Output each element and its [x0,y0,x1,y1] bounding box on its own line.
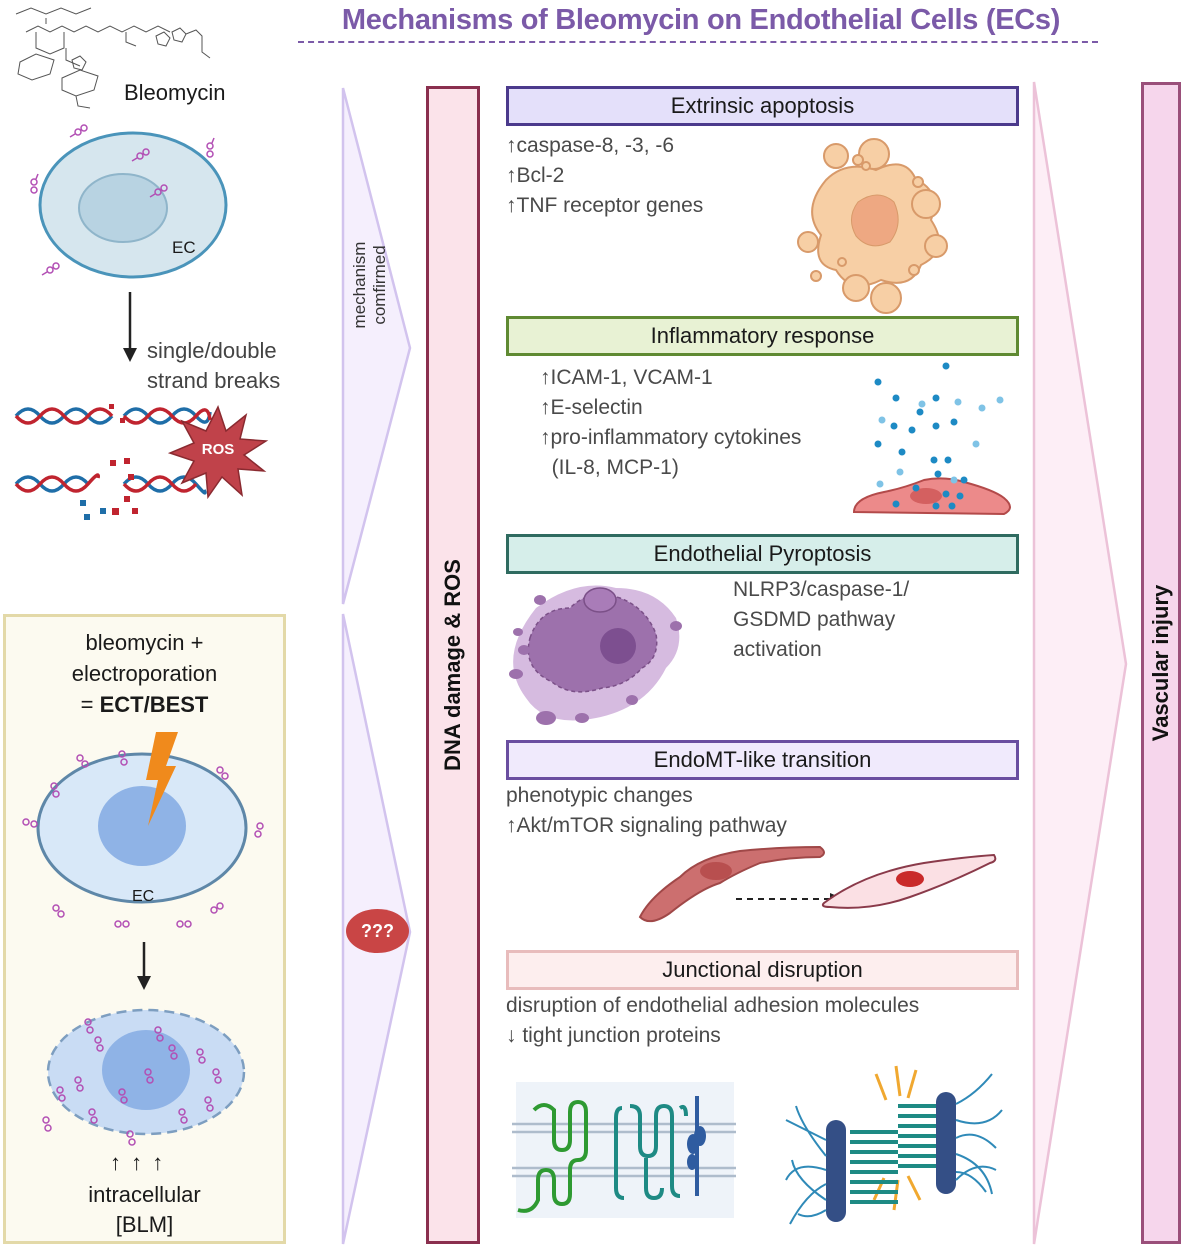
dna-damage-ros-label: DNA damage & ROS [440,559,465,771]
bleomycin-label: Bleomycin [124,80,226,105]
ect-line-1: bleomycin + [85,630,204,655]
tight-junction-proteins-icon [512,1082,736,1218]
permeabilized-cell-icon [42,1008,246,1146]
strand-breaks-caption: single/double strand breaks [147,336,280,396]
junctional-disruption-header: Junctional disruption [506,950,1019,990]
list-item: ↑Bcl-2 [506,164,565,187]
adherens-junction-disruption-icon [785,1065,1003,1225]
ect-line-2: electroporation [71,661,218,686]
endomt-transition-header: EndoMT-like transition [506,740,1019,780]
cytokine-releasing-cell-icon [852,362,1011,516]
mechanism-confirmed-chevron [341,87,412,605]
vascular-injury-label: Vascular injury [1148,584,1173,742]
inflammatory-response-header: Inflammatory response [506,316,1019,356]
ect-best-term: ECT/BEST [99,692,209,717]
caption-line-2: strand breaks [147,368,281,393]
increase-arrows: ↑ ↑ ↑ [110,1150,166,1175]
list-item: ↑TNF receptor genes [506,194,704,217]
ros-burst-label: ROS [201,441,235,458]
list-item: ↑Akt/mTOR signaling pathway [506,814,787,837]
ect-best-panel: bleomycin + electroporation = ECT/BEST [3,614,286,1244]
ect-line-3: = ECT/BEST [6,689,283,720]
cell-label: EC [172,238,196,257]
dna-damage-ros-bar: DNA damage & ROS [426,86,480,1244]
vascular-injury-bar: Vascular injury [1141,82,1181,1244]
endothelial-pyroptosis-list: NLRP3/caspase-1/ GSDMD pathway activatio… [733,575,909,665]
endothelial-to-mesenchymal-cells-icon [638,845,997,923]
mechanism-label-line-1: mechanism [350,241,369,329]
unknown-mechanism-badge: ??? [346,909,409,953]
list-item: GSDMD pathway [733,608,896,631]
list-item: disruption of endothelial adhesion molec… [506,994,920,1017]
inflammatory-response-list: ↑ICAM-1, VCAM-1 ↑E-selectin ↑pro-inflamm… [540,363,801,483]
extrinsic-apoptosis-list: ↑caspase-8, -3, -6 ↑Bcl-2 ↑TNF receptor … [506,131,703,221]
mechanism-label-line-2: comfirmed [370,245,389,325]
caption-line-1: single/double [147,338,277,363]
down-arrow-icon [137,942,151,990]
figure-title: Mechanisms of Bleomycin on Endothelial C… [341,4,1061,36]
title-underline [298,41,1098,43]
list-item: ↑pro-inflammatory cytokines [540,426,802,449]
list-item: activation [733,638,822,661]
list-item: ↑E-selectin [540,396,643,419]
list-item: ↓ tight junction proteins [506,1024,721,1047]
electroporated-cell-icon [22,750,264,928]
ect-cell-label: EC [132,888,155,905]
down-arrow-icon [123,292,137,362]
dna-double-helix-icon [14,404,212,520]
result-line-1: intracellular [88,1182,201,1207]
bleomycin-structure-icon [15,7,211,109]
ect-line-3-prefix: = [80,692,100,717]
list-item: ↑ICAM-1, VCAM-1 [540,366,713,389]
ros-burst-icon [167,405,269,500]
extrinsic-apoptosis-header: Extrinsic apoptosis [506,86,1019,126]
lightning-bolt-icon [146,732,178,826]
junctional-disruption-list: disruption of endothelial adhesion molec… [506,991,919,1051]
pyroptotic-cell-icon [509,585,682,725]
list-item: NLRP3/caspase-1/ [733,578,910,601]
mechanism-confirmed-label: mechanism comfirmed [340,200,400,370]
endothelial-pyroptosis-header: Endothelial Pyroptosis [506,534,1019,574]
list-item: ↑caspase-8, -3, -6 [506,134,675,157]
intracellular-blm-label: intracellular [BLM] [3,1180,286,1240]
endothelial-cell-icon [30,124,228,279]
endomt-transition-list: phenotypic changes ↑Akt/mTOR signaling p… [506,781,787,841]
list-item: (IL-8, MCP-1) [540,456,679,479]
result-line-2: [BLM] [115,1212,174,1237]
apoptotic-cell-icon [797,138,948,314]
list-item: phenotypic changes [506,784,693,807]
outcome-chevron [1032,81,1128,1245]
